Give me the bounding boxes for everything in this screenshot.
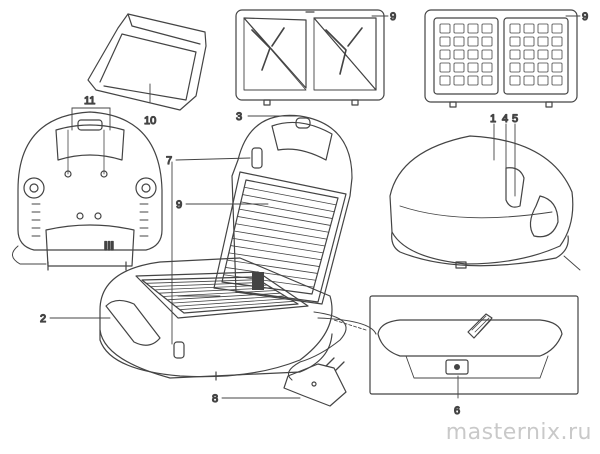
callout-6: 6 xyxy=(454,405,460,417)
rear-view: III xyxy=(12,111,163,271)
callout-4: 4 xyxy=(502,113,508,125)
callout-9-grill: 9 xyxy=(176,199,182,211)
leader-lines xyxy=(49,15,581,399)
callout-9-sandwich: 9 xyxy=(390,11,396,23)
removable-plate-10 xyxy=(87,13,207,111)
callout-5: 5 xyxy=(512,113,518,125)
power-cord-8 xyxy=(283,311,377,407)
callout-2: 2 xyxy=(40,313,46,325)
switch-detail-inset xyxy=(333,295,579,395)
sandwich-plate-9 xyxy=(235,9,385,106)
callout-9-waffle: 9 xyxy=(582,11,588,23)
callout-11: 11 xyxy=(84,95,95,107)
base-marking: III xyxy=(104,239,114,253)
waffle-plate-9 xyxy=(424,9,578,108)
callout-3: 3 xyxy=(236,111,242,123)
callout-7: 7 xyxy=(166,155,172,167)
callout-1: 1 xyxy=(490,113,496,125)
callout-8: 8 xyxy=(212,393,218,405)
closed-appliance xyxy=(389,135,574,269)
main-appliance-open xyxy=(99,114,353,381)
callout-10: 10 xyxy=(144,115,156,127)
watermark: masternix.ru xyxy=(445,420,592,445)
